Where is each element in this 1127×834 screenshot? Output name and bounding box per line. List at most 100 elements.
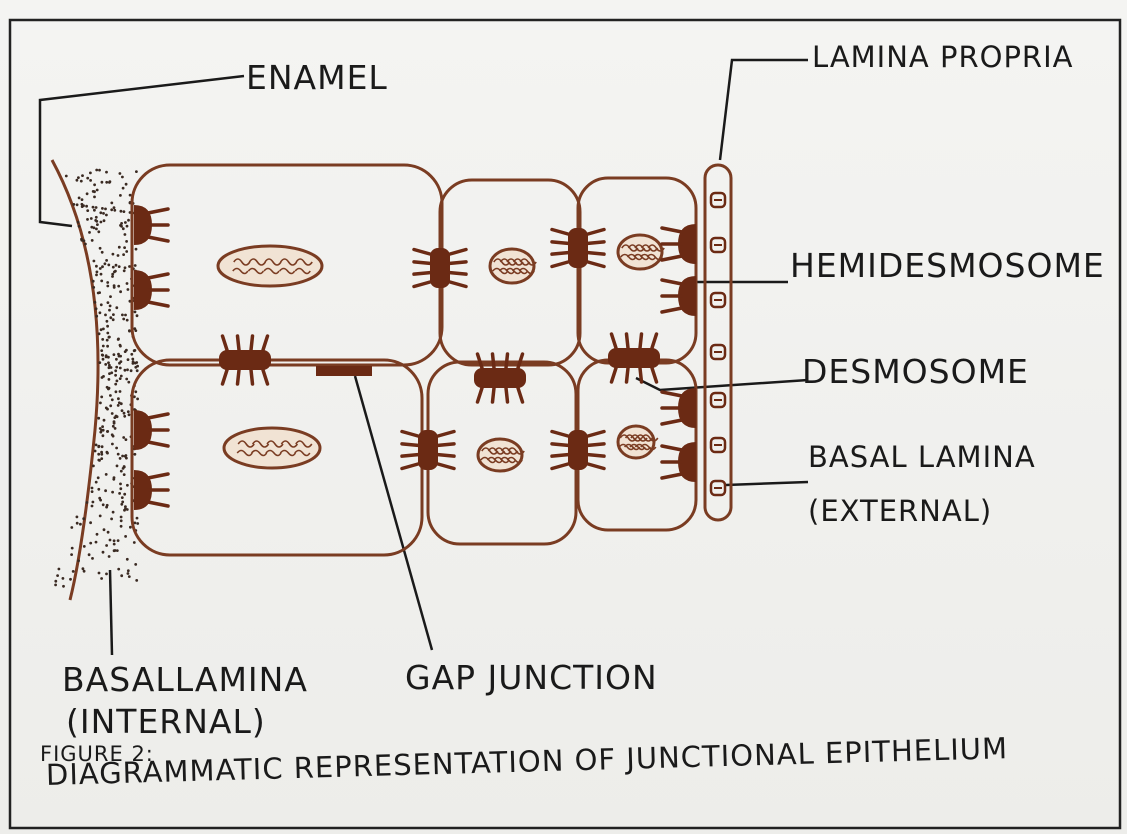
- stipple-dot: [105, 544, 108, 547]
- stipple-dot: [109, 295, 112, 298]
- stipple-dot: [114, 427, 117, 430]
- tonofilament: [627, 368, 629, 382]
- stipple-dot: [72, 570, 75, 573]
- stipple-dot: [109, 539, 112, 542]
- stipple-dot: [99, 515, 102, 518]
- stipple-dot: [80, 239, 83, 242]
- stipple-dot: [127, 381, 130, 384]
- stipple-dot: [106, 325, 109, 328]
- tonofilament: [402, 455, 418, 457]
- stipple-dot: [112, 313, 115, 316]
- stipple-dot: [115, 358, 118, 361]
- stipple-dot: [120, 470, 123, 473]
- stipple-dot: [97, 488, 100, 491]
- stipple-dot: [109, 394, 112, 397]
- stipple-dot: [92, 190, 95, 193]
- stipple-dot: [76, 179, 79, 182]
- stipple-dot: [92, 465, 95, 468]
- stipple-dot: [117, 353, 120, 356]
- stipple-dot: [83, 545, 86, 548]
- tonofilament: [148, 474, 168, 478]
- stipple-dot: [126, 319, 129, 322]
- stipple-dot: [106, 386, 109, 389]
- stipple-dot: [122, 253, 125, 256]
- basal-lamina-external-leader-line: [726, 482, 808, 485]
- stipple-dot: [85, 205, 88, 208]
- stipple-dot: [130, 353, 133, 356]
- stipple-dot: [123, 246, 126, 249]
- stipple-dot: [84, 243, 87, 246]
- stipple-dot: [109, 305, 112, 308]
- desmosome: [474, 368, 526, 388]
- desmosome: [568, 228, 588, 268]
- stipple-dot: [98, 169, 101, 172]
- stipple-dot: [99, 247, 102, 250]
- stipple-dot: [111, 443, 114, 446]
- stipple-dot: [91, 490, 94, 493]
- stipple-dot: [135, 248, 138, 251]
- stipple-dot: [124, 507, 127, 510]
- stipple-dot: [109, 316, 112, 319]
- tonofilament: [450, 250, 466, 255]
- stipple-dot: [128, 575, 131, 578]
- stipple-dot: [90, 217, 93, 220]
- tonofilament: [612, 368, 617, 382]
- stipple-dot: [102, 212, 105, 215]
- stipple-dot: [119, 483, 122, 486]
- tonofilament: [438, 464, 454, 469]
- stipple-dot: [106, 320, 109, 323]
- stipple-dot: [133, 327, 136, 330]
- stipple-dot: [88, 553, 91, 556]
- stipple-dot: [113, 284, 116, 287]
- stipple-dot: [121, 501, 124, 504]
- stipple-dot: [80, 180, 83, 183]
- stipple-dot: [76, 516, 79, 519]
- stipple-dot: [107, 531, 110, 534]
- tonofilament: [662, 446, 682, 450]
- stipple-dot: [103, 219, 106, 222]
- stipple-dot: [93, 226, 96, 229]
- label-hemidesmosome: HEMIDESMOSOME: [790, 246, 1105, 285]
- stipple-dot: [82, 517, 85, 520]
- stipple-dot: [113, 209, 116, 212]
- stipple-dot: [72, 203, 75, 206]
- stipple-dot: [120, 519, 123, 522]
- tonofilament: [251, 370, 253, 384]
- stipple-dot: [119, 487, 122, 490]
- stipple-dot: [130, 369, 133, 372]
- stipple-dot: [81, 174, 84, 177]
- tonofilament: [263, 370, 268, 384]
- stipple-dot: [96, 533, 99, 536]
- stipple-dot: [112, 266, 115, 269]
- tonofilament: [450, 273, 466, 275]
- stipple-dot: [101, 354, 104, 357]
- cell-junctions: [134, 205, 696, 510]
- stipple-dot: [118, 265, 121, 268]
- stipple-dot: [86, 177, 89, 180]
- stipple-dot: [134, 366, 137, 369]
- stipple-dot: [117, 404, 120, 407]
- tonofilament: [588, 464, 604, 469]
- stipple-dot: [95, 541, 98, 544]
- stipple-dot: [134, 349, 137, 352]
- tonofilament: [402, 432, 418, 437]
- tonofilament: [588, 432, 604, 437]
- stipple-dot: [127, 358, 130, 361]
- stipple-dot: [115, 447, 118, 450]
- stipple-dot: [86, 218, 89, 221]
- tonofilament: [493, 388, 495, 402]
- stipple-dot: [97, 445, 100, 448]
- stipple-dot: [115, 390, 118, 393]
- stipple-dot: [58, 568, 61, 571]
- stipple-dot: [106, 332, 109, 335]
- label-enamel: ENAMEL: [246, 58, 388, 97]
- stipple-dot: [92, 280, 95, 283]
- stipple-dot: [106, 430, 109, 433]
- stipple-dot: [103, 419, 106, 422]
- stipple-dot: [111, 275, 114, 278]
- tonofilament: [148, 502, 168, 506]
- stipple-dot: [78, 197, 81, 200]
- tonofilament: [652, 334, 657, 348]
- stipple-dot: [99, 499, 102, 502]
- stipple-dot: [108, 336, 111, 339]
